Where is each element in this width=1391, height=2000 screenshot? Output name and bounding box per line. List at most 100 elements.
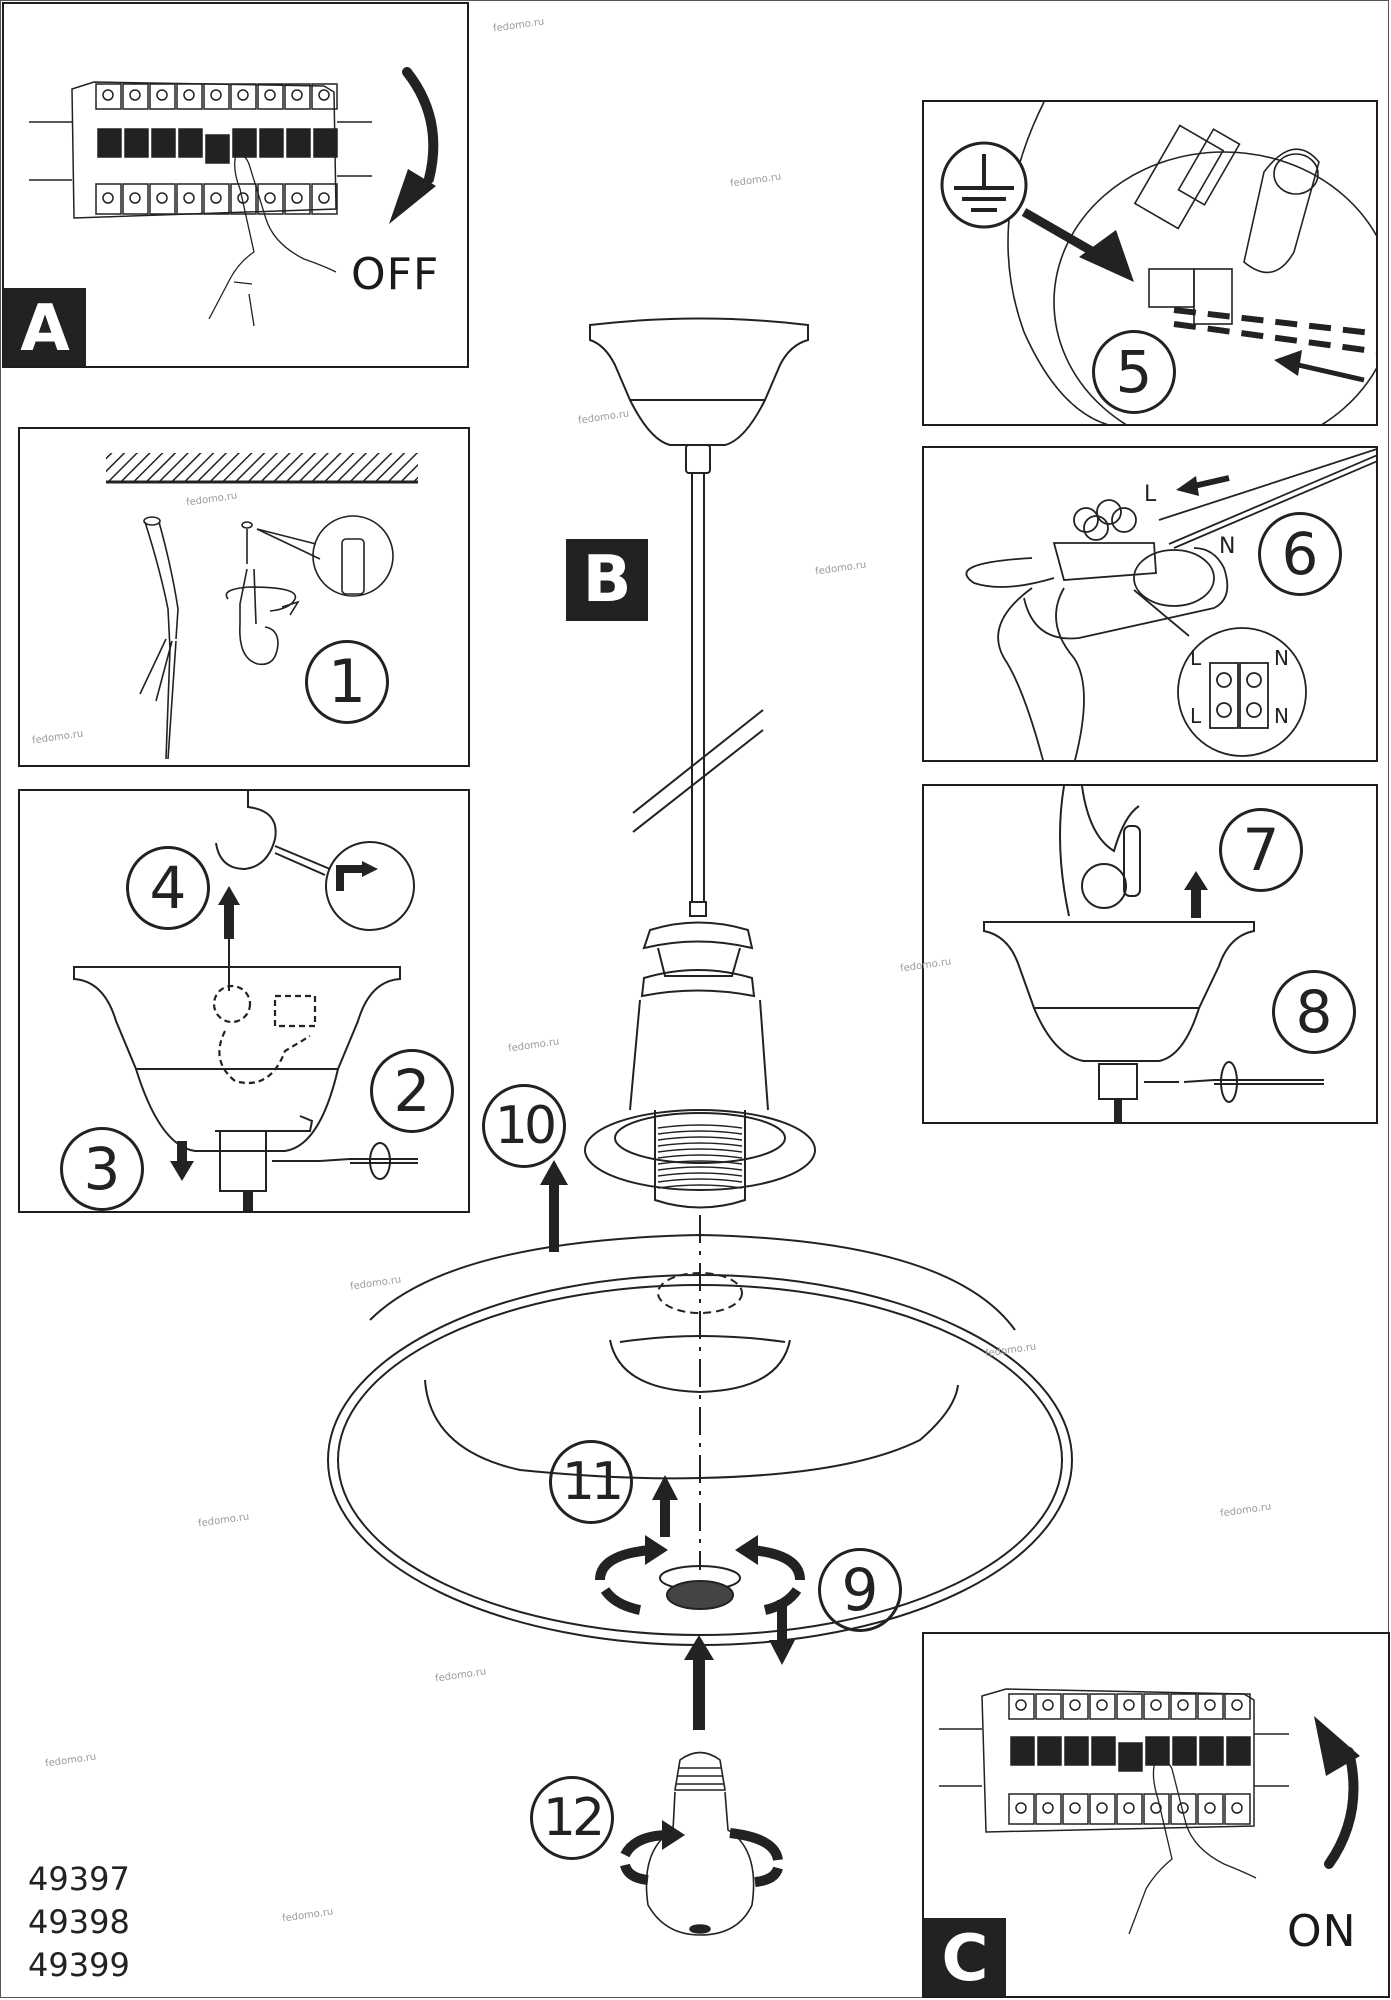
screw-icon (1150, 1699, 1162, 1711)
screw-icon (1069, 1699, 1081, 1711)
breaker-terminal (1143, 1693, 1170, 1720)
screw-icon (1123, 1699, 1135, 1711)
panel-steps-2-3-4: 4 2 3 (18, 789, 470, 1213)
breaker-terminal (1008, 1693, 1035, 1720)
canopy-fix-illustration (983, 786, 1324, 1122)
screw-icon (210, 89, 222, 101)
screw-icon (291, 192, 303, 204)
screw-icon (264, 89, 276, 101)
breaker-terminal (1116, 1793, 1143, 1825)
step-10-badge: 10 (482, 1084, 566, 1168)
breaker-terminal (149, 183, 176, 215)
breaker-switch (97, 128, 122, 158)
screw-icon (1042, 1802, 1054, 1814)
breaker-terminal (122, 183, 149, 215)
terminal-label-l-bottom: L (1190, 704, 1202, 728)
breaker-terminal (1224, 1793, 1251, 1825)
screw-icon (1204, 1802, 1216, 1814)
step-7-badge: 7 (1219, 808, 1303, 892)
screw-icon (1231, 1802, 1243, 1814)
panel-a-letter: A (4, 288, 86, 366)
step-8-badge: 8 (1272, 970, 1356, 1054)
screw-icon (1123, 1802, 1135, 1814)
terminal-block-illustration (965, 448, 1376, 760)
screw-icon (1204, 1699, 1216, 1711)
step-1-badge: 1 (305, 640, 389, 724)
breaker-switch (1226, 1736, 1251, 1766)
screw-icon (156, 192, 168, 204)
curved-arrow-down-icon (402, 67, 439, 184)
breaker-terminal (1224, 1693, 1251, 1720)
breaker-terminal (176, 183, 203, 215)
screw-icon (1042, 1699, 1054, 1711)
breaker-terminal (284, 83, 311, 110)
breaker-terminal (149, 83, 176, 110)
step-3-badge: 3 (60, 1127, 144, 1211)
breaker-switch (1118, 1742, 1143, 1772)
terminal-label-l-top: L (1190, 646, 1202, 670)
wire-label-n: N (1219, 534, 1236, 559)
step-12-badge: 12 (530, 1776, 614, 1860)
breaker-terminal (1062, 1793, 1089, 1825)
screw-icon (183, 89, 195, 101)
screw-icon (102, 192, 114, 204)
screw-icon (183, 192, 195, 204)
screw-icon (264, 192, 276, 204)
screw-icon (1231, 1699, 1243, 1711)
screw-icon (1096, 1699, 1108, 1711)
screw-icon (156, 89, 168, 101)
wire-label-l: L (1144, 482, 1157, 507)
breaker-switch (232, 128, 257, 158)
panel-steps-7-8: 7 8 (922, 784, 1378, 1124)
breaker-switch (1010, 1736, 1035, 1766)
step-6-badge: 6 (1258, 512, 1342, 596)
breaker-switch (286, 128, 311, 158)
breaker-switch (205, 134, 230, 164)
panel-step-1: 1 (18, 427, 470, 767)
screw-icon (1015, 1699, 1027, 1711)
breaker-switch (1064, 1736, 1089, 1766)
screw-icon (1096, 1802, 1108, 1814)
screw-icon (1150, 1802, 1162, 1814)
ceiling-hook-illustration (106, 453, 418, 760)
screw-icon (318, 89, 330, 101)
breaker-terminal (1170, 1793, 1197, 1825)
breaker-terminal (1062, 1693, 1089, 1720)
breaker-terminal (1008, 1793, 1035, 1825)
breaker-terminal (95, 183, 122, 215)
canopy-hang-illustration (73, 791, 418, 1211)
breaker-terminal (257, 183, 284, 215)
breaker-terminal (1035, 1693, 1062, 1720)
terminal-label-n-top: N (1274, 646, 1289, 670)
breaker-switch (1091, 1736, 1116, 1766)
breaker-terminal (203, 83, 230, 110)
screw-icon (129, 192, 141, 204)
model-number: 49397 (28, 1860, 130, 1898)
breaker-terminal (284, 183, 311, 215)
breaker-terminal (1035, 1793, 1062, 1825)
breaker-terminal (1170, 1693, 1197, 1720)
panel-step-5-earth: 5 (922, 100, 1378, 426)
breaker-terminal (1116, 1693, 1143, 1720)
breaker-switch (178, 128, 203, 158)
breaker-switch (1037, 1736, 1062, 1766)
breaker-terminal (1143, 1793, 1170, 1825)
breaker-terminal (230, 183, 257, 215)
model-number: 49399 (28, 1946, 130, 1984)
model-number-list: 49397 49398 49399 (28, 1858, 130, 1987)
step-9-badge: 9 (818, 1548, 902, 1632)
breaker-switch (151, 128, 176, 158)
breaker-terminal (311, 83, 338, 110)
breaker-terminal (230, 83, 257, 110)
panel-c-letter: C (924, 1918, 1006, 1996)
breaker-off-illustration (29, 67, 439, 327)
screw-icon (102, 89, 114, 101)
curved-arrow-up-icon (1324, 1747, 1359, 1869)
on-label: ON (1287, 1906, 1357, 1957)
breaker-switch (1199, 1736, 1224, 1766)
screw-icon (291, 89, 303, 101)
breaker-terminal (203, 183, 230, 215)
breaker-switch (1145, 1736, 1170, 1766)
screw-icon (1177, 1699, 1189, 1711)
